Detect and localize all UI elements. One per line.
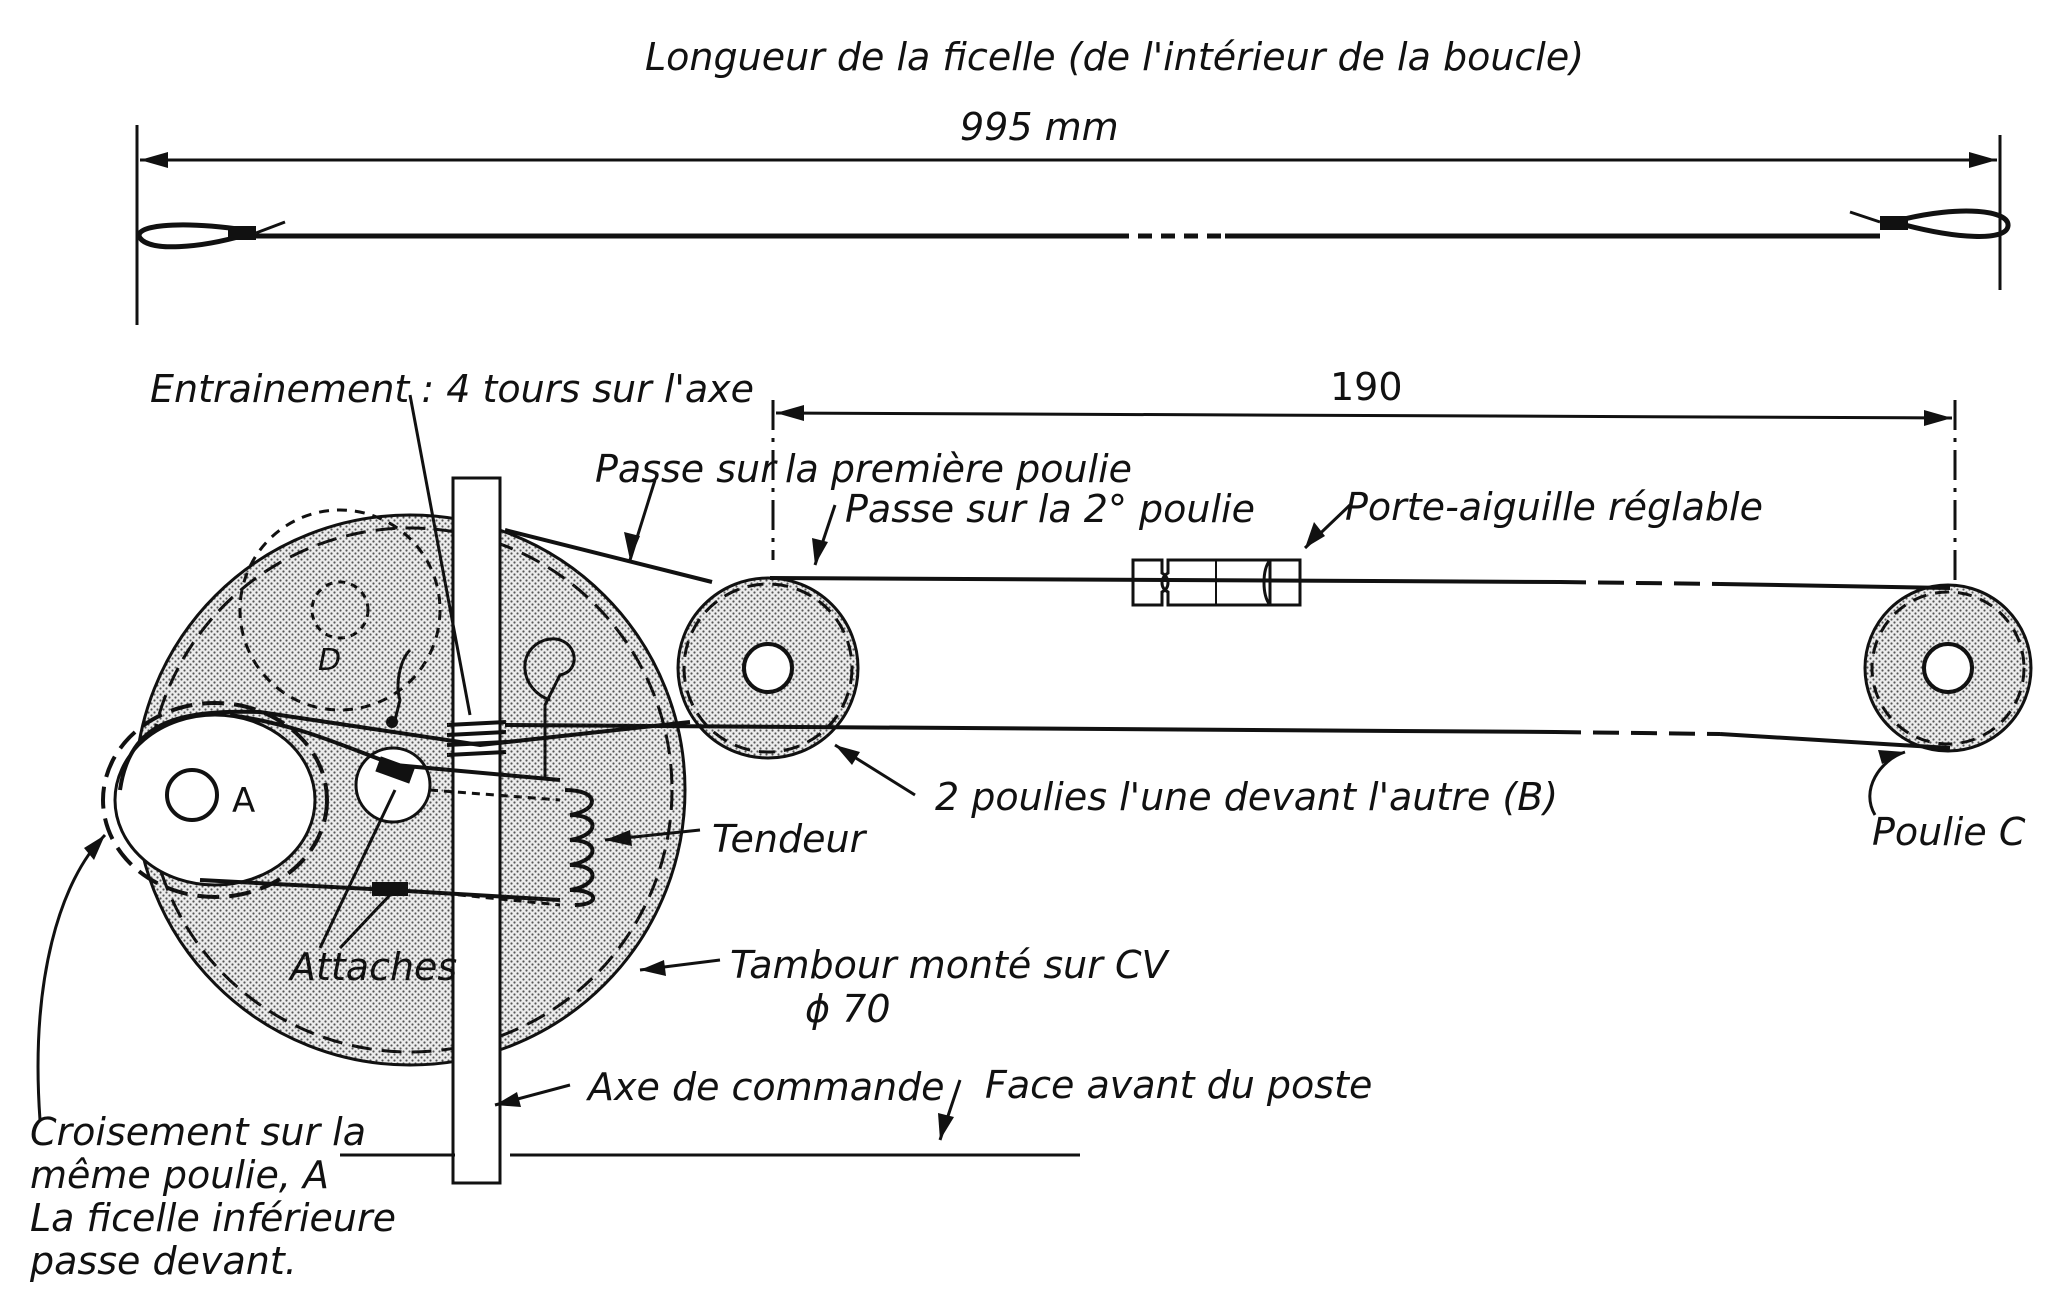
string-length-figure: Longueur de la ficelle (de l'intérieur d… bbox=[135, 35, 2011, 325]
dim-190-label: 190 bbox=[1330, 365, 1403, 409]
pulley-d-label: D bbox=[318, 643, 341, 678]
pulley-d-hub bbox=[310, 580, 370, 640]
pulley-d-dashed bbox=[238, 508, 442, 712]
drum-strings bbox=[118, 528, 713, 907]
string-drop bbox=[386, 716, 398, 728]
dimension-arrow-left bbox=[140, 152, 168, 168]
label-passe-sur: Passe sur bbox=[595, 447, 778, 491]
attach-upper bbox=[375, 756, 415, 784]
leader-lines bbox=[36, 394, 1906, 1141]
pulley-c-groove bbox=[1870, 590, 2026, 746]
pulleys-b-groove bbox=[682, 582, 854, 754]
left-knot bbox=[228, 226, 256, 240]
label-poulie-c: Poulie C bbox=[1872, 810, 2026, 854]
pulley-c-hub bbox=[1922, 642, 1974, 694]
label-axe-commande: Axe de commande bbox=[585, 1065, 945, 1109]
drum-hub bbox=[354, 746, 432, 824]
label-croisement-line3: La ficelle inférieure bbox=[30, 1196, 396, 1240]
label-croisement-line2: même poulie, A bbox=[30, 1153, 329, 1197]
tensioner-spring bbox=[564, 788, 596, 907]
dimension-arrow-right bbox=[1969, 152, 1997, 168]
label-face-avant: Face avant du poste bbox=[985, 1063, 1372, 1107]
length-title: Longueur de la ficelle (de l'intérieur d… bbox=[645, 35, 1584, 79]
attach-lower bbox=[372, 882, 408, 896]
drive-mechanism: D A bbox=[29, 365, 2033, 1283]
hook-element bbox=[523, 637, 576, 780]
dimension-190: 190 bbox=[771, 365, 1957, 580]
needle-holder bbox=[1131, 558, 1302, 607]
pulley-a-label: A bbox=[232, 781, 255, 821]
label-entrainement: Entrainement : 4 tours sur l'axe bbox=[150, 367, 754, 411]
label-passe-2e-poulie: Passe sur la 2° poulie bbox=[845, 487, 1255, 531]
label-croisement-line4: passe devant. bbox=[29, 1239, 297, 1283]
pulley-a-hub bbox=[165, 768, 219, 822]
pulley-a-groove bbox=[101, 701, 329, 899]
label-tendeur: Tendeur bbox=[712, 817, 868, 861]
label-attaches: Attaches bbox=[287, 945, 457, 989]
label-porte-aiguille: Porte-aiguille réglable bbox=[1345, 485, 1763, 529]
pulleys-b-hub bbox=[742, 642, 794, 694]
string-loop-small bbox=[393, 648, 412, 721]
main-strings bbox=[504, 576, 1951, 750]
label-croisement-line1: Croisement sur la bbox=[30, 1110, 366, 1154]
label-tambour: Tambour monté sur CV bbox=[730, 943, 1171, 987]
length-value: 995 mm bbox=[960, 105, 1119, 149]
label-premiere-poulie: la première poulie bbox=[785, 447, 1132, 491]
string-with-loops bbox=[136, 208, 2011, 250]
label-tambour-diameter: ϕ 70 bbox=[805, 987, 891, 1031]
label-deux-poulies: 2 poulies l'une devant l'autre (B) bbox=[935, 775, 1558, 819]
control-shaft bbox=[451, 476, 502, 1185]
